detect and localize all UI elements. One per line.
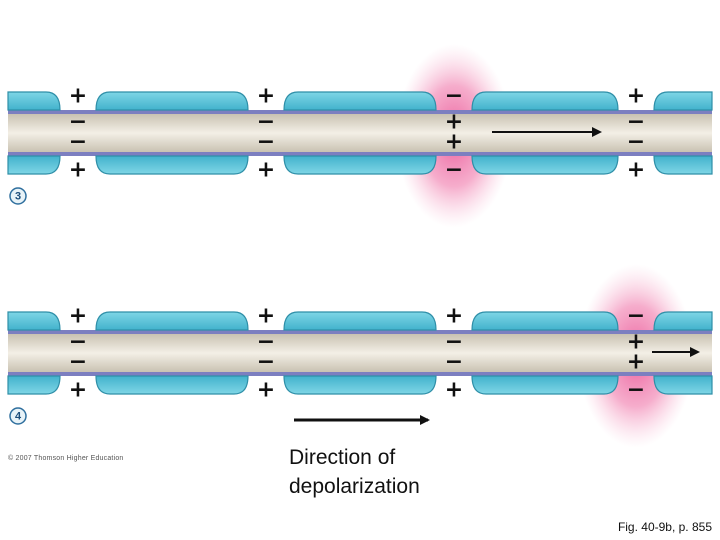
charge-inner-bottom: + (445, 130, 463, 155)
charge-outer-bottom: − (627, 378, 645, 403)
membrane-bottom (8, 152, 712, 156)
myelin-sheath-top (283, 91, 437, 111)
charge-outer-bottom: + (69, 378, 87, 403)
charge-inner-bottom: − (627, 130, 645, 155)
charge-outer-bottom: + (257, 378, 275, 403)
charge-outer-top: + (257, 84, 275, 109)
axon-stage-4: +−−++−−++−−+−++−4 (7, 264, 713, 448)
charge-outer-top: + (257, 304, 275, 329)
myelin-sheath-bottom (471, 375, 619, 395)
charge-inner-bottom: − (69, 130, 87, 155)
direction-caption-text: Direction of depolarization (289, 446, 420, 498)
charge-outer-top: + (445, 304, 463, 329)
charge-inner-top: − (257, 330, 275, 355)
myelin-sheath-top (7, 91, 61, 111)
myelin-sheath-bottom (95, 375, 249, 395)
myelin-sheath-bottom (95, 155, 249, 175)
charge-inner-top: − (445, 330, 463, 355)
stage-number-badge (9, 187, 27, 205)
myelin-sheath-top (283, 311, 437, 331)
charge-outer-bottom: + (445, 378, 463, 403)
arrows (294, 127, 700, 425)
charge-outer-top: + (627, 84, 645, 109)
charge-outer-top: + (69, 304, 87, 329)
charge-outer-bottom: + (257, 158, 275, 183)
myelin-sheath-top (95, 91, 249, 111)
charge-inner-top: − (69, 110, 87, 135)
myelin-sheath-bottom (653, 375, 713, 395)
charge-outer-top: + (69, 84, 87, 109)
charge-inner-bottom: − (257, 350, 275, 375)
charge-inner-bottom: + (627, 350, 645, 375)
membrane-top (8, 330, 712, 334)
membrane-top (8, 110, 712, 114)
charge-inner-bottom: − (257, 130, 275, 155)
charge-inner-top: + (627, 330, 645, 355)
charge-inner-top: − (257, 110, 275, 135)
myelin-sheath-bottom (7, 155, 61, 175)
charge-inner-top: + (445, 110, 463, 135)
axon-stages: +−−++−−+−++−+−−+3+−−++−−++−−+−++−4 (7, 44, 713, 448)
myelin-sheath-top (95, 311, 249, 331)
myelin-sheath-top (653, 91, 713, 111)
figure-reference: Fig. 40-9b, p. 855 (617, 520, 712, 534)
stage-number: 4 (15, 411, 22, 423)
myelin-sheath-bottom (471, 155, 619, 175)
charge-outer-bottom: + (69, 158, 87, 183)
charge-inner-bottom: − (445, 350, 463, 375)
myelin-sheath-bottom (283, 155, 437, 175)
myelin-sheath-bottom (7, 375, 61, 395)
membrane-bottom (8, 372, 712, 376)
myelin-sheath-top (471, 311, 619, 331)
direction-caption: Direction of depolarization (289, 443, 464, 501)
stage-number: 3 (15, 191, 21, 203)
stage-number-badge (9, 407, 27, 425)
charge-inner-bottom: − (69, 350, 87, 375)
charge-inner-top: − (627, 110, 645, 135)
axon-stage-3: +−−++−−+−++−+−−+3 (7, 44, 713, 228)
myelin-sheath-bottom (283, 375, 437, 395)
axon-core (8, 334, 712, 372)
charge-outer-top: − (627, 304, 645, 329)
charge-inner-top: − (69, 330, 87, 355)
charge-outer-bottom: + (627, 158, 645, 183)
myelin-sheath-top (471, 91, 619, 111)
charge-outer-top: − (445, 84, 463, 109)
myelin-sheath-bottom (653, 155, 713, 175)
copyright-text: © 2007 Thomson Higher Education (8, 455, 124, 462)
myelin-sheath-top (653, 311, 713, 331)
myelin-sheath-top (7, 311, 61, 331)
charge-outer-bottom: − (445, 158, 463, 183)
axon-core (8, 114, 712, 152)
